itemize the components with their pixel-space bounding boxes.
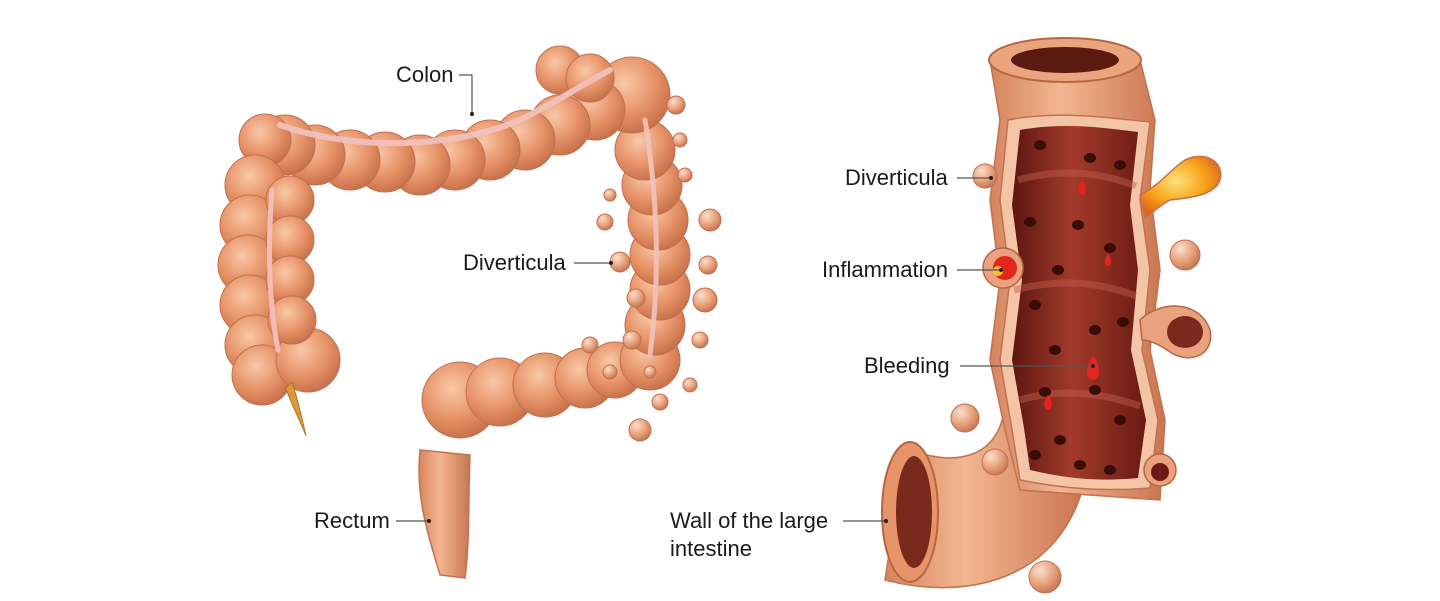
lumen-fold-2 (1013, 279, 1138, 300)
left-leader-lines (396, 74, 610, 522)
colon-diverticulum-bump (643, 365, 657, 379)
diverticulum-opening (1084, 153, 1096, 163)
diverticulum-opening (1114, 415, 1126, 425)
intestine-section-illustration (881, 37, 1222, 594)
label-diverticula-left: Diverticula (463, 250, 566, 275)
colon-diverticulum-bump (682, 377, 698, 393)
colon-diverticulum-bump (672, 132, 688, 148)
rectum-shape (418, 449, 471, 579)
appendix-shape (285, 381, 307, 437)
diverticulum-opening (1104, 465, 1116, 475)
blood-drop (1078, 180, 1086, 195)
taenia-band-descending (642, 117, 659, 358)
label-wall-line-1: Wall of the large (670, 508, 829, 533)
diverticulum-opening (1114, 160, 1126, 170)
top-tube-opening (1011, 47, 1119, 73)
lumen-fold-1 (1017, 169, 1138, 190)
label-colon: Colon (396, 62, 454, 87)
section-diverticulum-bump (972, 163, 998, 189)
colon-diverticulum-bump (609, 251, 631, 273)
diverticula-right-leader-dot (989, 176, 993, 180)
diverticulum-opening (1034, 140, 1046, 150)
colon-haustrum (267, 295, 317, 345)
colon-diverticulum-bump (666, 95, 686, 115)
label-wall-line-2: intestine (670, 536, 752, 561)
diverticulum-opening (1089, 325, 1101, 335)
colon-leader-dot (470, 112, 474, 116)
diverticulum-opening (1029, 450, 1041, 460)
left-leader-dots (427, 112, 613, 523)
diverticulum-opening (1039, 387, 1051, 397)
lower-tube-lumen (896, 456, 932, 568)
colon-segments (217, 45, 691, 439)
colon-diverticulum-bump (603, 188, 617, 202)
diverticula-left-leader-dot (609, 261, 613, 265)
colon-diverticula-bumps (581, 95, 722, 442)
diverticulum-opening (1117, 317, 1129, 327)
label-wall-of-large-intestine: Wall of the large intestine (670, 509, 870, 561)
colon-diverticulum-bump (581, 336, 599, 354)
rectum-leader-dot (427, 519, 431, 523)
taenia-band-ascending (267, 187, 281, 353)
colon-diverticulum-bump (626, 288, 646, 308)
blood-drop (1044, 395, 1052, 410)
colon-diverticulum-bump (692, 287, 718, 313)
colon-diverticulum-bump (596, 213, 614, 231)
bleeding-leader-dot (1091, 364, 1095, 368)
section-diverticula (950, 163, 1201, 594)
wall-leader-dot (884, 519, 888, 523)
colon-diverticulum-bump (602, 364, 618, 380)
colon-illustration (217, 45, 722, 579)
inflamed-diverticulum-right (1139, 155, 1222, 220)
colon-leader (459, 74, 473, 113)
diverticulum-opening (1074, 460, 1086, 470)
diverticulum-opening (1029, 300, 1041, 310)
colon-diverticulum-bump (622, 330, 642, 350)
section-diverticulum-bump (950, 403, 980, 433)
small-diverticulum-bottom-right-cavity (1151, 463, 1169, 481)
large-diverticulum-right-cavity (1167, 316, 1203, 348)
diverticulum-opening (1052, 265, 1064, 275)
diverticulum-opening (1054, 435, 1066, 445)
section-diverticulum-bump (981, 448, 1009, 476)
inflammation-leader-dot (999, 268, 1003, 272)
lumen-fold-3 (1018, 389, 1142, 410)
diverticulum-opening (1024, 217, 1036, 227)
diverticulum-opening (1089, 385, 1101, 395)
colon-diverticulum-bump (651, 393, 669, 411)
diverticulum-opening (1049, 345, 1061, 355)
colon-diverticulum-bump (628, 418, 652, 442)
blood-drop (1105, 254, 1111, 266)
label-inflammation: Inflammation (822, 257, 948, 282)
label-bleeding: Bleeding (864, 353, 950, 378)
colon-diverticulum-bump (698, 255, 718, 275)
right-leader-dots (884, 176, 1095, 523)
section-diverticulum-bump (1028, 560, 1062, 594)
diverticula-openings (1024, 140, 1129, 475)
diverticulum-opening (1104, 243, 1116, 253)
colon-diverticulum-bump (698, 208, 722, 232)
right-leader-lines (843, 177, 1092, 522)
colon-diverticulum-bump (691, 331, 709, 349)
label-rectum: Rectum (314, 508, 390, 533)
colon-diverticulum-bump (677, 167, 693, 183)
taenia-band-transverse (277, 67, 613, 147)
diverticulum-opening (1072, 220, 1084, 230)
section-diverticulum-bump (1169, 239, 1201, 271)
label-diverticula-right: Diverticula (845, 165, 948, 190)
